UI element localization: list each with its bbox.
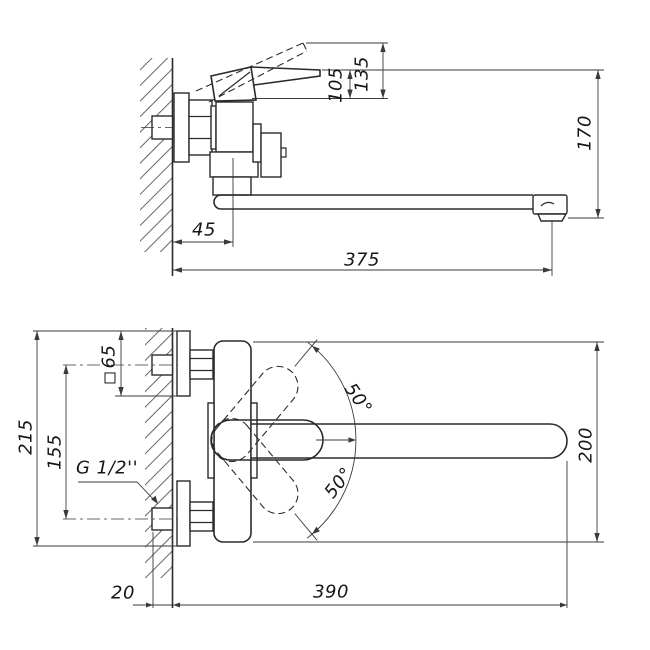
escutcheon-bottom <box>176 480 191 547</box>
aerator <box>536 213 568 222</box>
handle-raised-phantom <box>195 42 308 103</box>
thread-label: G 1/2'' <box>75 457 139 479</box>
spout-end-cap <box>532 194 568 215</box>
escutcheon-top <box>176 330 191 397</box>
dim-390: 390 <box>313 581 349 603</box>
wall-hatch-top <box>140 58 173 252</box>
dim-20: 20 <box>111 582 135 604</box>
spout-front <box>251 423 568 459</box>
dim-105: 105 <box>325 67 347 103</box>
body-flange-side <box>209 151 259 178</box>
hex-nut-bottom <box>189 501 214 532</box>
dim-155: 155 <box>44 434 66 470</box>
spout-tube-side <box>213 194 533 210</box>
dim-170: 170 <box>574 115 596 151</box>
dim-45: 45 <box>192 219 216 241</box>
cartridge-tab-right <box>250 402 258 479</box>
thread-leader <box>78 481 157 503</box>
body-front <box>213 340 252 543</box>
dim-215: 215 <box>15 419 37 455</box>
adapter-side <box>210 105 217 150</box>
diverter-knob <box>260 132 282 178</box>
dim-200: 200 <box>575 427 597 463</box>
handle-lever-side <box>250 66 321 86</box>
dim-375: 375 <box>344 249 380 271</box>
dim-65: 65 <box>99 345 120 384</box>
diverter-stub <box>252 123 262 163</box>
hex-nut-side <box>188 99 213 156</box>
handle-phantom-down <box>211 417 299 515</box>
escutcheon-side <box>173 92 190 163</box>
hex-nut-top <box>189 349 214 380</box>
square-profile-symbol <box>104 372 115 384</box>
side-view <box>140 42 604 276</box>
aerator-swirl <box>540 201 555 207</box>
dim-135: 135 <box>351 56 373 92</box>
body-lower-side <box>212 176 252 196</box>
handle-front <box>210 419 324 461</box>
front-view <box>33 328 604 608</box>
handle-cap-side <box>210 66 257 102</box>
body-upper-side <box>215 101 254 153</box>
